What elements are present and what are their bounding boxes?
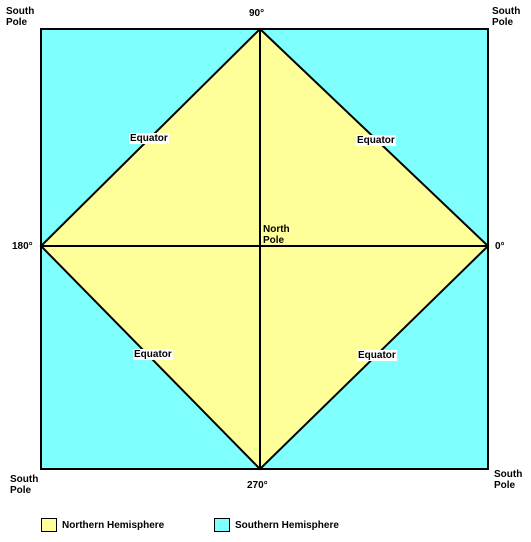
degree-label-0: 0° [495, 241, 505, 252]
equator-label-upper-right: Equator [356, 135, 396, 146]
degree-label-180: 180° [12, 241, 33, 252]
equator-label-upper-left: Equator [129, 133, 169, 144]
legend-swatch-northern [41, 518, 57, 532]
degree-label-270: 270° [247, 480, 268, 491]
legend-southern: Southern Hemisphere [214, 517, 339, 533]
degree-label-90: 90° [249, 8, 265, 19]
equator-label-lower-right: Equator [357, 350, 397, 361]
legend-swatch-southern [214, 518, 230, 532]
legend-label-southern: Southern Hemisphere [235, 519, 339, 531]
equator-label-lower-left: Equator [133, 349, 173, 360]
legend-label-northern: Northern Hemisphere [62, 519, 165, 531]
legend-northern: Northern Hemisphere [41, 517, 164, 533]
